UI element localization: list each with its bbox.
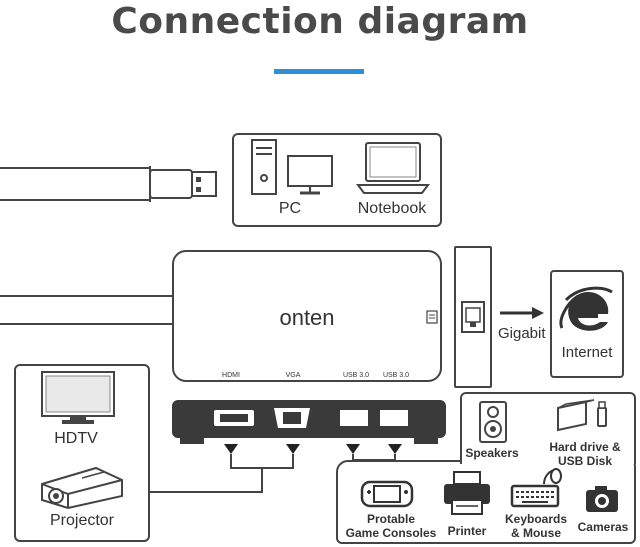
port-label-vga: VGA <box>285 372 301 379</box>
arrow-usb1-down <box>346 444 360 454</box>
hub-cable <box>0 295 176 325</box>
hub-body <box>172 250 442 382</box>
gigabit-label: Gigabit <box>498 325 546 342</box>
tv-icon <box>41 371 115 424</box>
game-console-label-1: Protable <box>366 512 415 526</box>
projector-label: Projector <box>49 512 115 529</box>
speakers-label: Speakers <box>465 446 519 460</box>
port-label-usb-1: USB 3.0 <box>342 372 370 379</box>
hub-port-side <box>172 400 446 444</box>
ethernet-side-icon <box>426 310 438 324</box>
internet-explorer-icon <box>559 286 613 331</box>
arrow-hdmi-down <box>224 444 238 454</box>
camera-icon <box>586 486 618 512</box>
arrow-vga-down <box>286 444 300 454</box>
hard-drive-label-1: Hard drive & <box>549 440 621 454</box>
port-label-usb-2: USB 3.0 <box>382 372 410 379</box>
port-label-hdmi: HDMI <box>222 372 240 379</box>
cameras-label: Cameras <box>577 520 629 534</box>
arrow-to-internet <box>500 307 544 319</box>
printer-label: Printer <box>447 524 487 538</box>
usb-cable <box>0 166 217 202</box>
game-console-icon <box>360 480 414 508</box>
hard-drive-icon <box>557 399 607 432</box>
printer-icon <box>444 471 490 515</box>
laptop-icon <box>356 142 430 194</box>
speaker-icon <box>479 401 507 443</box>
keyboard-label-2: & Mouse <box>510 526 561 540</box>
hdtv-label: HDTV <box>54 430 98 447</box>
pc-label: PC <box>278 200 302 217</box>
diagram-title: Connection diagram <box>111 1 529 42</box>
title-underline <box>274 69 364 74</box>
rj45-port-icon <box>461 301 485 333</box>
keyboard-label-1: Keyboards <box>504 512 568 526</box>
arrow-usb2-down <box>388 444 402 454</box>
game-console-label-2: Game Consoles <box>345 526 437 540</box>
internet-label: Internet <box>561 344 613 361</box>
pc-tower-monitor-icon <box>251 139 333 195</box>
hub-brand-logo: onten <box>279 305 335 330</box>
notebook-label: Notebook <box>357 200 427 217</box>
projector-icon <box>41 466 123 510</box>
keyboard-mouse-icon <box>510 468 562 508</box>
hard-drive-label-2: USB Disk <box>557 454 613 468</box>
display-connector-lines <box>150 454 294 493</box>
